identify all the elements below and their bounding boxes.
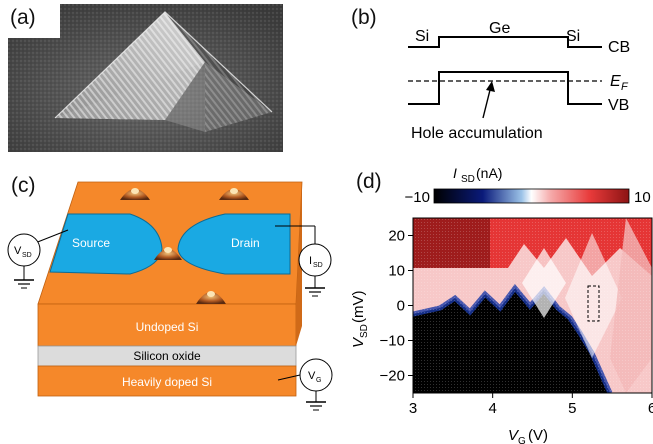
source-electrode <box>49 213 163 275</box>
y-tick-label: 10 <box>388 263 405 280</box>
hole-arrow <box>482 85 492 119</box>
dot-4 <box>196 291 226 304</box>
y-axis-title-sub: SD <box>359 324 370 338</box>
colorbar-title: I <box>453 165 457 181</box>
heatmap-body <box>413 218 652 393</box>
undoped-si-label: Undoped Si <box>136 320 199 334</box>
vsd-source-symbol <box>7 233 41 267</box>
y-tick-label: −20 <box>380 368 405 385</box>
isd-label: I <box>309 255 312 267</box>
conduction-band-line <box>408 36 602 48</box>
dashed-box <box>587 285 600 322</box>
device-schematic: Source Drain V SD I SD V G Undoped Si Si… <box>7 181 333 411</box>
vg-label: V <box>308 370 316 382</box>
x-tick-label: 3 <box>409 400 417 417</box>
source-label: Source <box>72 236 110 250</box>
vsd-label-sub: SD <box>22 252 32 259</box>
doped-si-label: Heavily doped Si <box>122 375 212 389</box>
stability-diagram: I SD (nA) −10 10 3 4 5 6 −20 −10 0 10 20 V <box>350 165 653 444</box>
x-tick-label: 4 <box>488 400 496 417</box>
colorbar <box>433 188 630 204</box>
y-axis-title: V <box>350 336 367 348</box>
y-tick-label: −10 <box>380 333 405 350</box>
band-diagram: Si Ge Si CB E F VB Hole accumulation <box>408 20 630 142</box>
label-si-left: Si <box>415 28 429 45</box>
colorbar-title-sub: SD <box>461 174 475 185</box>
x-axis-title-unit: (V) <box>528 427 548 444</box>
label-cb: CB <box>608 39 630 56</box>
x-tick-label: 6 <box>648 400 653 417</box>
hole-accumulation-label: Hole accumulation <box>411 125 543 142</box>
colorbar-min-label: −10 <box>405 189 430 206</box>
colorbar-title-unit: (nA) <box>476 165 502 181</box>
dot-3 <box>154 247 182 260</box>
colorbar-max-label: 10 <box>634 189 651 206</box>
valence-band-line <box>408 71 602 105</box>
panel-label-c: (c) <box>11 174 36 197</box>
dot-1 <box>120 188 150 200</box>
x-axis-title-sub: G <box>518 436 526 444</box>
drain-electrode <box>177 213 291 275</box>
panel-label-b: (b) <box>351 6 377 29</box>
panel-c: Source Drain V SD I SD V G Undoped Si Si… <box>0 170 340 444</box>
y-tick-label: 0 <box>397 298 405 315</box>
doped-si-layer <box>37 365 297 397</box>
drain-label: Drain <box>231 236 260 250</box>
label-ge: Ge <box>489 20 510 37</box>
vsd-label: V <box>14 245 22 257</box>
undoped-si-layer <box>37 303 297 347</box>
panel-b: (b) Si Ge Si CB E F VB Hole accumulation <box>340 0 653 160</box>
label-ef: E <box>610 73 621 90</box>
x-tick-label: 5 <box>568 400 576 417</box>
isd-meter-symbol <box>298 243 332 277</box>
stm-image <box>0 0 290 170</box>
panel-d: (d) I SD (nA) −10 10 <box>330 158 653 444</box>
dot-2 <box>219 188 249 200</box>
panel-label-a: (a) <box>10 6 36 29</box>
isd-label-sub: SD <box>313 262 323 269</box>
y-axis-title-unit: (mV) <box>350 291 367 324</box>
oxide-label: Silicon oxide <box>133 349 201 363</box>
panel-a: (a) <box>0 0 290 170</box>
y-tick-label: 20 <box>388 228 405 245</box>
panel-label-d: (d) <box>356 170 382 193</box>
label-vb: VB <box>608 97 629 114</box>
label-si-right: Si <box>566 28 580 45</box>
label-ef-sub: F <box>621 81 629 93</box>
vg-label-sub: G <box>316 377 321 384</box>
vg-source-symbol <box>299 358 333 392</box>
x-axis-title: V <box>508 427 520 444</box>
